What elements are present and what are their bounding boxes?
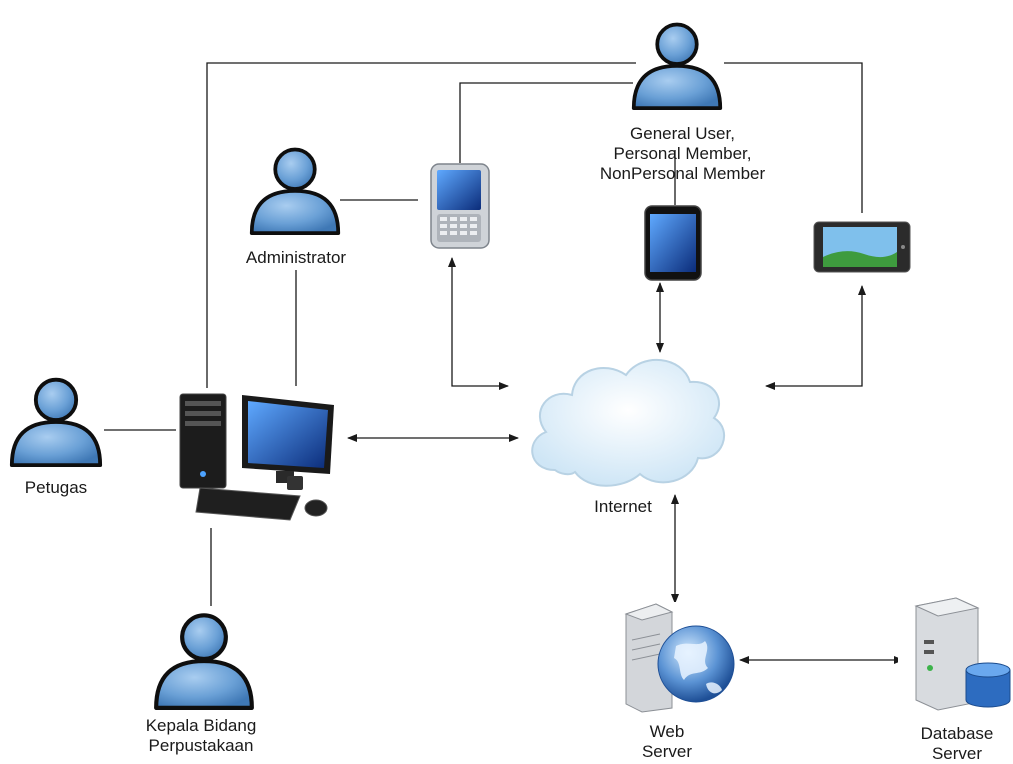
arrow-pda-internet	[448, 257, 509, 390]
administrator-label: Administrator	[210, 248, 382, 268]
general-user-label-line-2: Personal Member,	[613, 144, 752, 163]
general-user-label-line-1: General User,	[630, 124, 735, 143]
petugas-label: Petugas	[0, 478, 112, 498]
line-general-user-to-tablet	[724, 62, 863, 213]
arrows	[347, 257, 904, 664]
web-server-label-line-1: Web	[649, 722, 685, 741]
connector-lines	[104, 62, 863, 606]
arrow-tablet-internet	[765, 285, 866, 390]
general-user-label-line-3: NonPersonal Member	[599, 164, 766, 183]
database-server-label-line-1: Database	[920, 724, 994, 743]
web-server-label-line-2: Server	[641, 742, 693, 761]
cloud-icon	[531, 359, 725, 487]
desktop-computer-icon	[176, 388, 346, 528]
line-petugas-to-general-user	[206, 62, 636, 388]
administrator-person-icon	[252, 150, 338, 234]
database-server-label-line-2: Server	[931, 744, 983, 763]
petugas-person-icon	[12, 380, 100, 465]
petugas-label-line-1: Petugas	[24, 478, 88, 497]
administrator-label-line-1: Administrator	[245, 248, 347, 267]
kepala-person-icon	[156, 615, 252, 708]
smartphone-icon	[644, 205, 702, 281]
line-general-user-to-pda	[459, 82, 633, 163]
kepala-bidang-label-line-2: Perpustakaan	[148, 736, 254, 755]
general-user-person-icon	[631, 22, 723, 111]
web-server-globe-icon	[614, 602, 738, 713]
database-server-icon	[898, 597, 1011, 711]
tablet-icon	[813, 221, 911, 273]
pda-phone-icon	[430, 163, 490, 249]
internet-label-line-1: Internet	[594, 497, 652, 516]
internet-label: Internet	[570, 497, 676, 517]
kepala-bidang-label-line-1: Kepala Bidang	[145, 716, 257, 735]
general-user-label: General User,Personal Member,NonPersonal…	[560, 124, 805, 184]
